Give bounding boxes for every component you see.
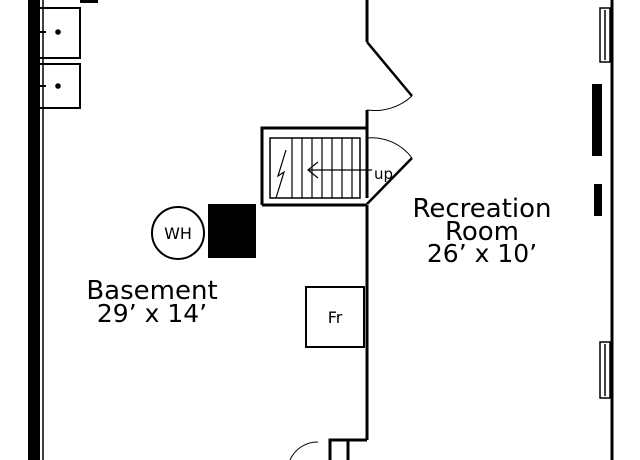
water-heater: WH [151, 206, 205, 260]
chimney-block [208, 204, 256, 258]
stairs-direction-label: up [374, 165, 393, 183]
stair-door [366, 137, 413, 205]
right-wall-block-1 [592, 84, 602, 156]
right-wall-block-2 [594, 184, 602, 216]
window-right-top [599, 7, 611, 63]
left-exterior-wall [28, 0, 40, 460]
bottom-closet [289, 438, 367, 460]
window-top-left-2 [37, 63, 81, 109]
recreation-room-dimensions: 26’ x 10’ [427, 239, 537, 268]
upper-door [366, 41, 413, 112]
recreation-room-name-line2: Room [445, 217, 519, 247]
water-heater-label: WH [164, 224, 192, 243]
basement-dimensions: 29’ x 14’ [97, 299, 207, 328]
stairs [260, 126, 372, 207]
recreation-room-name-line1: Recreation [412, 194, 551, 224]
fridge: Fr [305, 286, 365, 348]
window-right-bottom [599, 341, 611, 399]
basement-name: Basement [86, 276, 217, 306]
window-top-left-1 [37, 7, 81, 59]
fridge-label: Fr [328, 308, 343, 327]
